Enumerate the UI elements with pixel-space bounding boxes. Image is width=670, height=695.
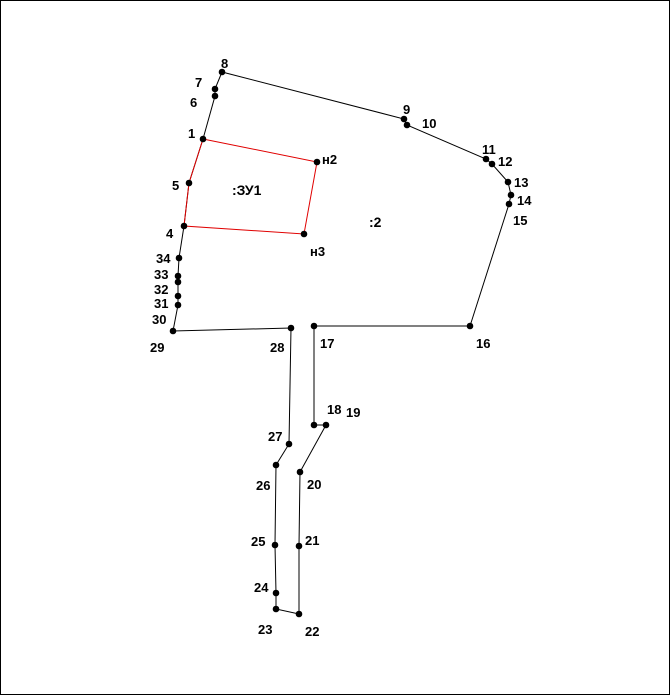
boundary-point-7: [211, 85, 219, 93]
point-label-12: 12: [498, 154, 512, 169]
point-label-13: 13: [514, 175, 528, 190]
point-label-27: 27: [268, 429, 282, 444]
point-label-17: 17: [320, 336, 334, 351]
point-label-24: 24: [254, 580, 269, 595]
point-label-21: 21: [305, 533, 319, 548]
point-label-25: 25: [251, 534, 265, 549]
point-label-16: 16: [476, 336, 490, 351]
boundary-point-12: [488, 160, 496, 168]
point-label-30: 30: [152, 312, 166, 327]
point-label-9: 9: [403, 102, 410, 117]
boundary-point-18: [310, 421, 318, 429]
boundary-point-21: [295, 542, 303, 550]
boundary-point-34: [175, 254, 183, 262]
boundary-point-28: [287, 324, 295, 332]
boundary-point-30: [174, 301, 182, 309]
point-label-26: 26: [256, 478, 270, 493]
boundary-point-32: [174, 278, 182, 286]
point-label-н3: н3: [310, 244, 325, 259]
parcel-label-main: :2: [369, 214, 382, 230]
point-label-8: 8: [221, 56, 228, 71]
point-label-31: 31: [154, 296, 168, 311]
point-label-20: 20: [307, 477, 321, 492]
boundary-point-25: [271, 541, 279, 549]
boundary-point-11: [482, 155, 490, 163]
point-label-33: 33: [154, 267, 168, 282]
point-label-4: 4: [166, 226, 174, 241]
boundary-point-1: [199, 135, 207, 143]
boundary-point-20: [296, 468, 304, 476]
boundary-point-33: [174, 272, 182, 280]
boundary-point-13: [504, 178, 512, 186]
boundary-point-17: [310, 322, 318, 330]
boundary-point-31: [174, 292, 182, 300]
point-label-5: 5: [172, 178, 179, 193]
point-label-н2: н2: [322, 152, 337, 167]
point-label-10: 10: [422, 116, 436, 131]
boundary-point-6: [211, 92, 219, 100]
boundary-point-5: [185, 179, 193, 187]
point-label-29: 29: [150, 340, 164, 355]
boundary-point-29: [169, 327, 177, 335]
boundary-point-4: [180, 222, 188, 230]
parcel-label-zu1: :ЗУ1: [232, 182, 262, 198]
parcel-boundary-zu1: [183, 138, 318, 235]
point-label-28: 28: [270, 340, 284, 355]
boundary-point-15: [505, 200, 513, 208]
boundary-point-23: [272, 605, 280, 613]
point-label-19: 19: [346, 405, 360, 420]
point-label-22: 22: [305, 624, 319, 639]
point-label-1: 1: [188, 126, 195, 141]
point-label-34: 34: [156, 251, 171, 266]
parcel-boundary-main: [172, 71, 512, 615]
point-label-11: 11: [482, 142, 496, 157]
boundary-point-14: [507, 191, 515, 199]
boundary-point-16: [466, 322, 474, 330]
boundary-point-27: [285, 440, 293, 448]
point-label-23: 23: [258, 622, 272, 637]
boundary-point-10: [403, 121, 411, 129]
point-label-32: 32: [154, 282, 168, 297]
point-label-14: 14: [517, 193, 532, 208]
boundary-point-9: [400, 115, 408, 123]
point-label-18: 18: [327, 402, 341, 417]
point-label-7: 7: [195, 75, 202, 90]
boundary-point-8: [218, 68, 226, 76]
boundary-point-н3: [300, 230, 308, 238]
boundary-point-22: [295, 610, 303, 618]
boundary-point-26: [272, 461, 280, 469]
boundary-point-24: [272, 589, 280, 597]
boundary-point-19: [322, 421, 330, 429]
point-label-15: 15: [513, 213, 527, 228]
point-label-6: 6: [190, 95, 197, 110]
boundary-point-н2: [313, 158, 321, 166]
